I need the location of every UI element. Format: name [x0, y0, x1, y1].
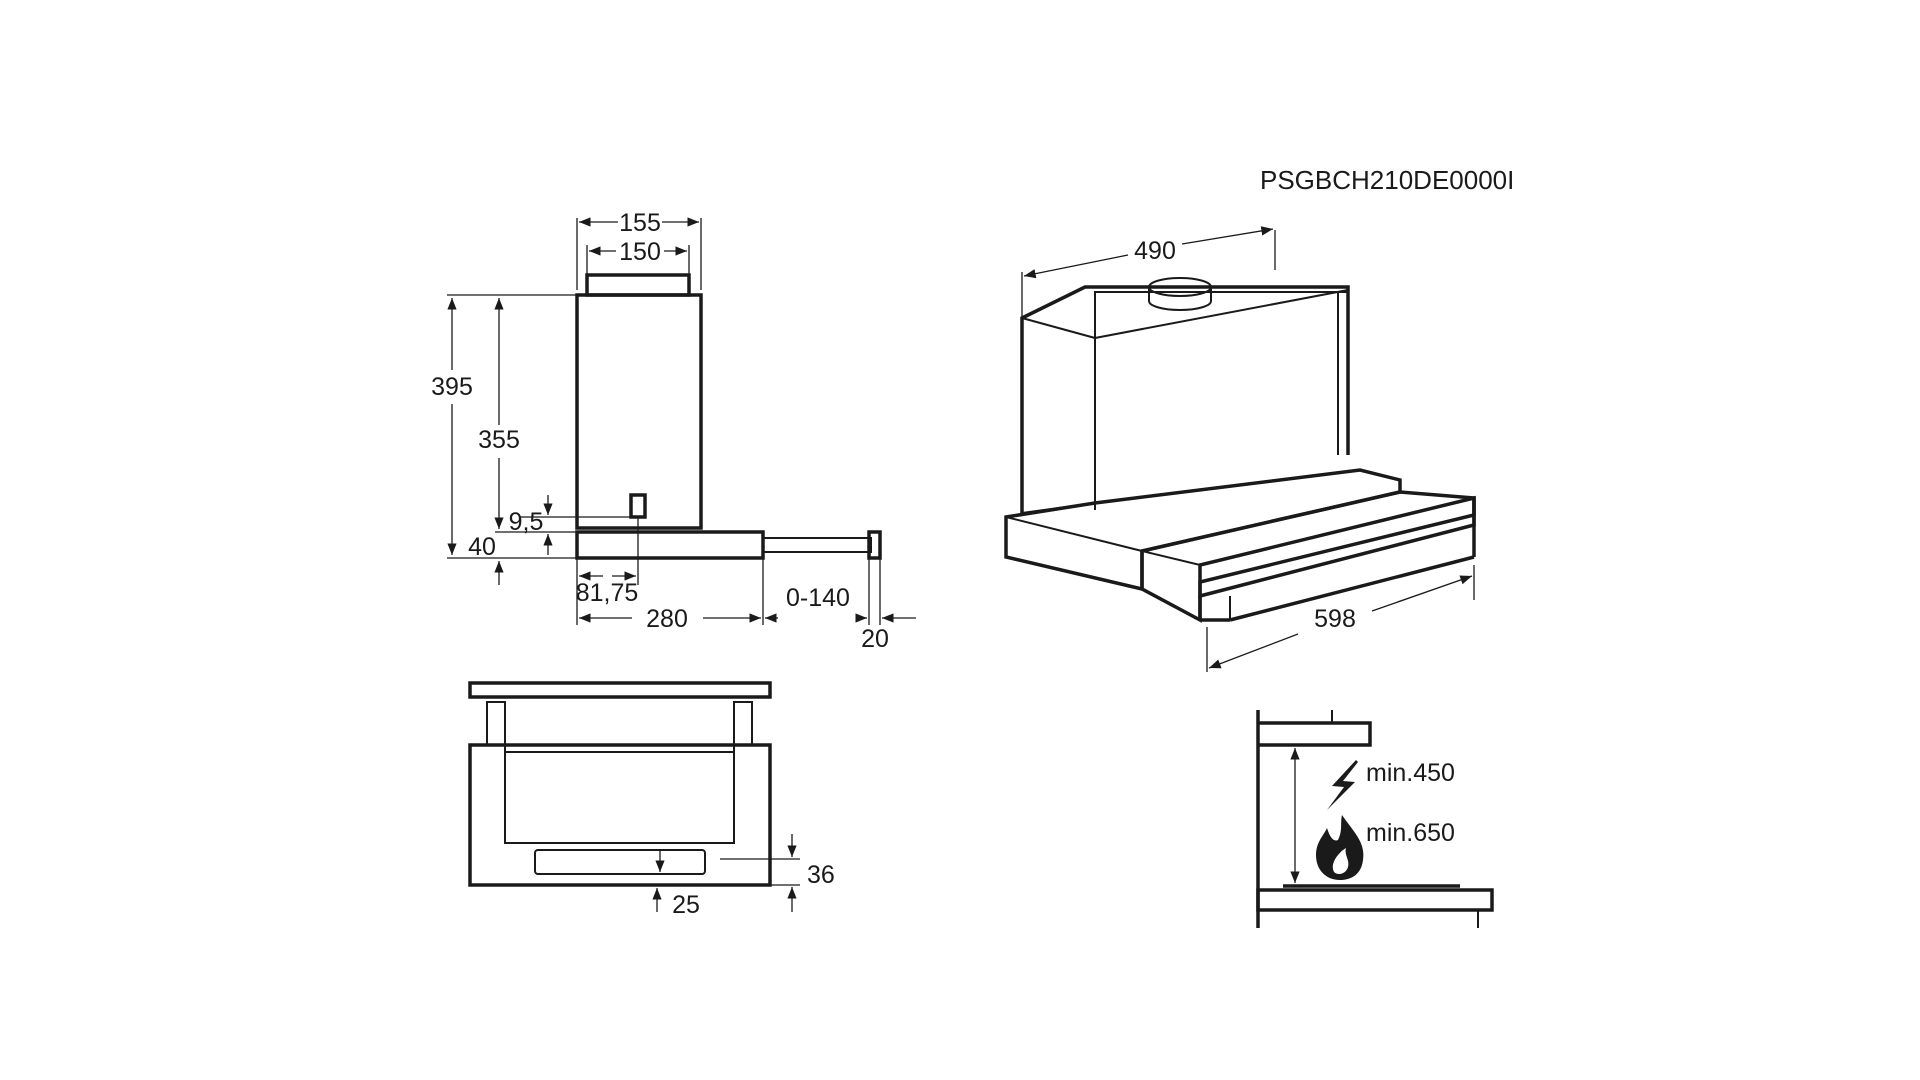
duct-collar	[585, 273, 691, 297]
dim-81-75: 81,75	[576, 579, 639, 607]
dim-150: 150	[619, 238, 661, 266]
drawer-base	[575, 530, 765, 560]
dim-155: 155	[619, 209, 661, 237]
dim-355: 355	[478, 426, 520, 454]
dim-36: 36	[807, 861, 835, 889]
dim-20: 20	[861, 625, 889, 653]
dim-280: 280	[646, 605, 688, 633]
duct-marker	[629, 493, 647, 519]
dim-25: 25	[672, 891, 700, 919]
clearance-diagram: min.450 min.650	[1256, 710, 1494, 928]
hob-plate	[1256, 888, 1494, 912]
dim-40: 40	[468, 533, 496, 561]
label-min-650: min.650	[1366, 819, 1455, 847]
extension-rail	[762, 537, 872, 553]
gas-flame-icon	[1316, 815, 1364, 880]
dim-9-5: 9,5	[509, 508, 544, 536]
front-grip	[534, 849, 706, 875]
lightning-bolt-icon	[1327, 760, 1358, 810]
dim-0-140: 0-140	[786, 584, 850, 612]
dim-395: 395	[431, 373, 473, 401]
front-panel	[867, 530, 882, 560]
iso-view: 490 598	[1004, 226, 1476, 672]
side-view: 155 150 395 355 9,5 40 81,75	[431, 209, 916, 653]
front-view: 25 36	[468, 681, 835, 919]
model-code: PSGBCH210DE0000I	[1260, 165, 1514, 195]
front-body	[468, 743, 772, 887]
hood-body	[575, 293, 703, 530]
dim-598: 598	[1314, 605, 1356, 633]
front-top-plate	[468, 681, 772, 699]
label-min-450: min.450	[1366, 759, 1455, 787]
dim-490: 490	[1134, 237, 1176, 265]
